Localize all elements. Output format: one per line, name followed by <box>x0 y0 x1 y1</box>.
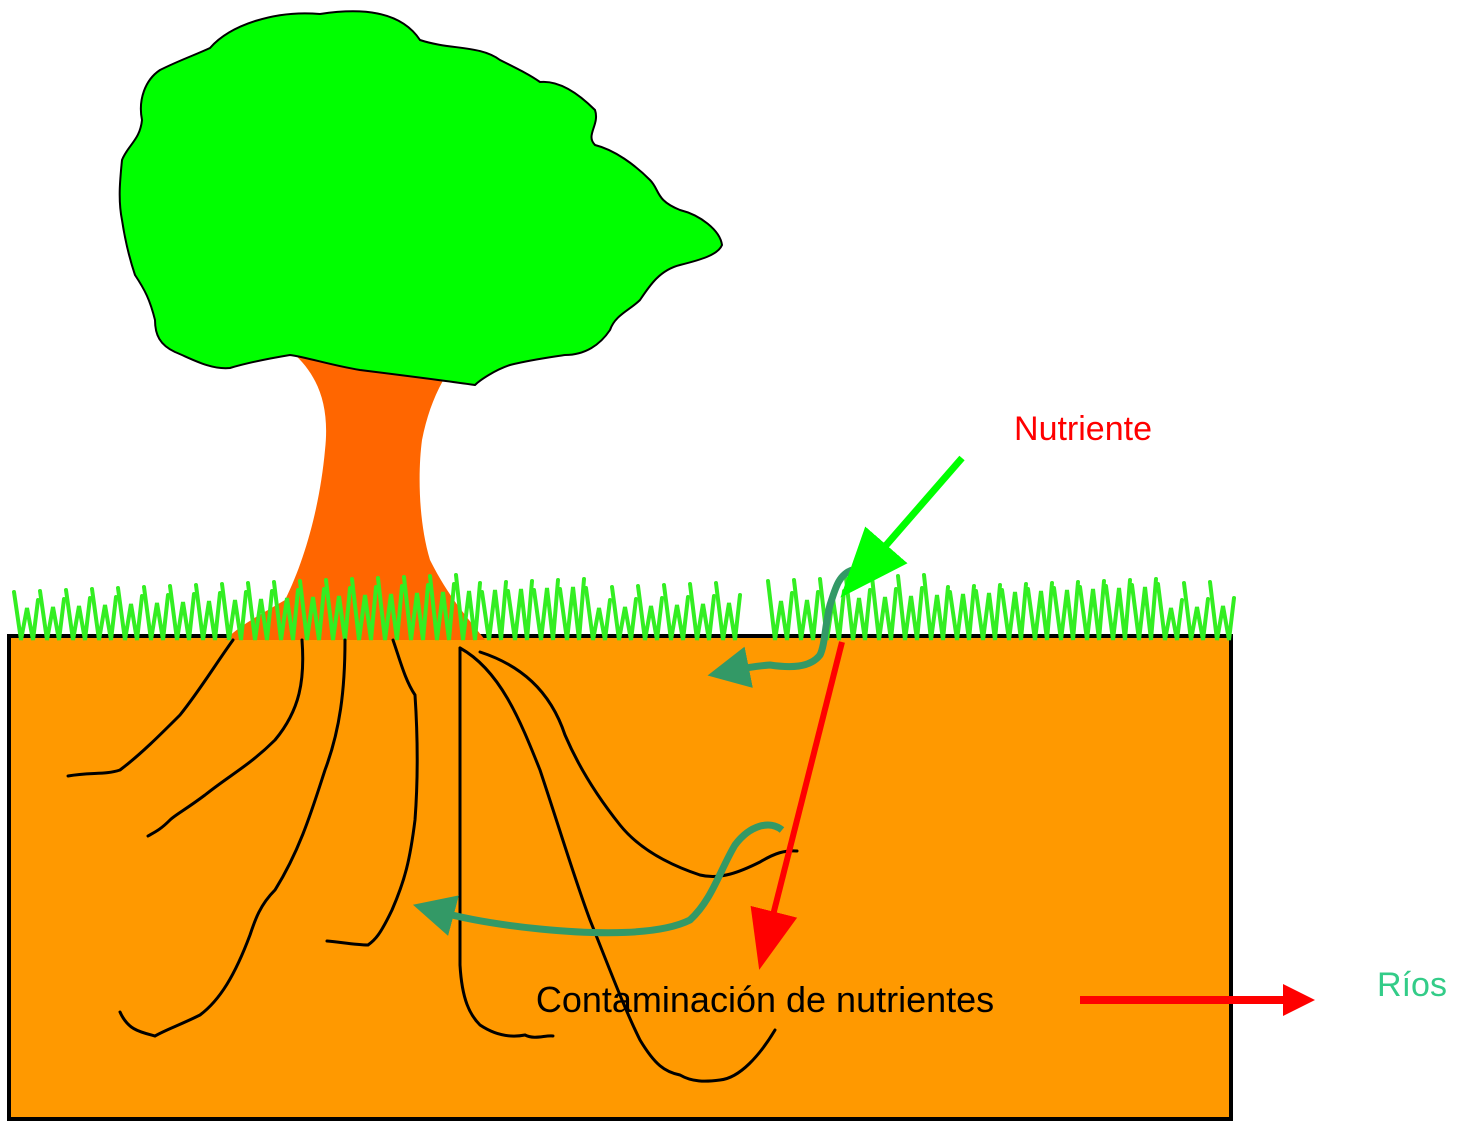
grass-blade <box>12 590 40 641</box>
root-3 <box>118 638 347 1038</box>
grass-blade <box>1156 582 1184 641</box>
grass-blade <box>350 577 378 641</box>
grass-blade <box>896 574 924 641</box>
grass-blade <box>116 586 144 641</box>
grass-blade <box>1078 579 1106 641</box>
tree-trunk <box>225 352 485 640</box>
grass-blade <box>1182 581 1210 641</box>
grass-blade <box>1026 581 1054 641</box>
grass-blade <box>1208 580 1236 641</box>
uptake-arrow-shallow <box>707 566 854 688</box>
grass-blade <box>714 581 742 641</box>
grass-blade <box>298 579 326 641</box>
grass-blade <box>1104 578 1132 641</box>
grass-blade <box>194 583 222 641</box>
grass-blade <box>792 578 820 641</box>
grass-blade <box>1130 577 1158 641</box>
grass-blade <box>142 585 170 641</box>
root-7 <box>478 650 799 879</box>
grass-blade <box>402 575 430 641</box>
uptake-arrow-deep <box>412 821 785 937</box>
grass-blade <box>324 578 352 641</box>
grass <box>12 573 1236 641</box>
grass-blade <box>1052 580 1080 641</box>
soil-block <box>7 634 1233 1121</box>
grass-blade <box>610 585 638 641</box>
label-nutriente: Nutriente <box>1014 410 1152 448</box>
grass-blade <box>220 582 248 641</box>
root-5 <box>458 646 555 1039</box>
root-1 <box>66 638 235 778</box>
grass-blade <box>506 579 534 641</box>
grass-blade <box>584 586 612 641</box>
tree-roots <box>66 638 799 1083</box>
grass-blade <box>376 576 404 641</box>
grass-blade <box>974 583 1002 641</box>
root-6 <box>458 646 777 1083</box>
grass-blade <box>948 584 976 641</box>
grass-blade <box>558 577 586 641</box>
grass-blade <box>38 589 66 641</box>
grass-blade <box>90 587 118 641</box>
grass-blade <box>168 584 196 641</box>
grass-blade <box>64 588 92 641</box>
leaching-arrow <box>750 641 845 970</box>
nutrient-input-arrow <box>840 455 965 598</box>
grass-blade <box>766 579 794 641</box>
grass-blade <box>636 584 664 641</box>
tree-canopy <box>118 10 724 387</box>
grass-blade <box>922 573 950 641</box>
grass-blade <box>662 583 690 641</box>
root-4 <box>325 638 419 947</box>
grass-blade <box>480 580 508 641</box>
grass-blade <box>1000 582 1028 641</box>
grass-blade <box>870 575 898 641</box>
grass-blade <box>844 576 872 641</box>
label-contaminacion: Contaminación de nutrientes <box>536 979 994 1020</box>
grass-blade <box>688 582 716 641</box>
grass-blade <box>454 573 482 641</box>
grass-blade <box>272 580 300 641</box>
grass-blade <box>428 574 456 641</box>
root-2 <box>146 638 305 838</box>
label-rios: Ríos <box>1377 966 1447 1004</box>
grass-blade <box>246 581 274 641</box>
grass-blade <box>532 578 560 641</box>
